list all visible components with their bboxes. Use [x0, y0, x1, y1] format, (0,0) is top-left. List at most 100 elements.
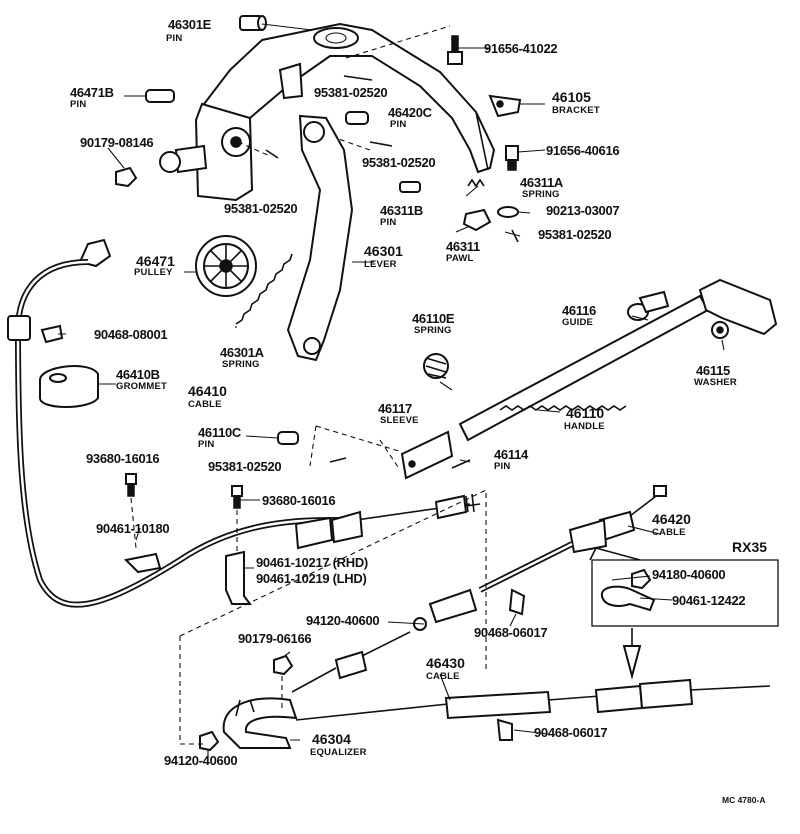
- rx35-variant-box: [589, 547, 779, 627]
- bracket-90461-10217-drawing: [225, 550, 252, 605]
- label-name-46110: HANDLE: [564, 421, 605, 432]
- label-name-46410B: GROMMET: [116, 381, 168, 392]
- label-part-90461-10180: 90461-10180: [96, 521, 170, 536]
- label-part-95381-02520e: 95381-02520: [208, 459, 282, 474]
- cable-46430-drawing: [291, 631, 771, 721]
- label-part-46410: 46410: [188, 383, 227, 399]
- label-name-46301A: SPRING: [222, 359, 260, 370]
- label-name-46311A: SPRING: [522, 189, 560, 200]
- label-name-46110E: SPRING: [414, 325, 452, 336]
- label-part-90468-06017b: 90468-06017: [534, 725, 608, 740]
- label-part-46301: 46301: [364, 243, 403, 259]
- pin-46110C-drawing: [277, 431, 299, 445]
- nut-90179-06166-drawing: [273, 654, 294, 676]
- cable-46410-drawing: [7, 238, 341, 608]
- label-part-46115: 46115: [696, 363, 730, 378]
- label-name-46471B: PIN: [70, 99, 87, 110]
- label-part-90179-08146: 90179-08146: [80, 135, 154, 150]
- label-part-90461-10217: 90461-10217 (RHD): [256, 555, 368, 570]
- cable-46420-drawing: [294, 485, 667, 593]
- label-name-46311B: PIN: [380, 217, 397, 228]
- label-part-46110C: 46110C: [198, 425, 242, 440]
- spring-46301A-drawing: [235, 253, 293, 325]
- pin-46420C-drawing: [345, 111, 369, 125]
- label-part-93680-16016b: 93680-16016: [262, 493, 336, 508]
- joiner-drawing: [413, 588, 478, 631]
- down-arrow-icon: [622, 628, 642, 680]
- pin-46311B-drawing: [399, 181, 421, 193]
- label-name-46420: CABLE: [652, 527, 686, 538]
- label-name-46105: BRACKET: [552, 105, 600, 116]
- pin-95381-02520b-drawing: [369, 141, 393, 147]
- label-name-46430: CABLE: [426, 671, 460, 682]
- label-name-46110C: PIN: [198, 439, 215, 450]
- label-part-46420: 46420: [652, 511, 691, 527]
- label-part-46114: 46114: [494, 447, 528, 462]
- label-part-46311A: 46311A: [520, 175, 564, 190]
- bracket-90461-10180-drawing: [123, 552, 162, 574]
- pin-46471B-drawing: [145, 89, 175, 103]
- label-part-46410B: 46410B: [116, 367, 160, 382]
- label-part-90468-08001: 90468-08001: [94, 327, 168, 342]
- clip-90468-06017a-drawing: [508, 588, 526, 616]
- label-name-46420C: PIN: [390, 119, 407, 130]
- label-part-46110: 46110: [566, 405, 605, 421]
- label-part-90179-06166: 90179-06166: [238, 631, 312, 646]
- bolt-91656-41022-drawing: [447, 35, 463, 65]
- pin-46301E-drawing: [239, 15, 267, 31]
- label-part-46471: 46471: [136, 253, 175, 269]
- bolt-91656-40616-drawing: [505, 145, 519, 171]
- label-name-46301: LEVER: [364, 259, 397, 270]
- label-name-46471: PULLEY: [134, 267, 173, 278]
- label-part-90461-12422: 90461-12422: [672, 593, 746, 608]
- spring-46110E-drawing: [423, 353, 449, 379]
- label-name-46301E: PIN: [166, 33, 183, 44]
- pin-95381-02520d-drawing: [511, 229, 519, 243]
- label-part-46304: 46304: [312, 731, 351, 747]
- pin-95381-02520e-drawing: [329, 457, 347, 463]
- label-part-46311: 46311: [446, 239, 480, 254]
- label-part-46420C: 46420C: [388, 105, 432, 120]
- label-part-95381-02520c: 95381-02520: [224, 201, 298, 216]
- label-name-46115: WASHER: [694, 377, 737, 388]
- label-name-46410: CABLE: [188, 399, 222, 410]
- label-variant-rx35: RX35: [732, 539, 768, 555]
- label-part-94120-40600b: 94120-40600: [164, 753, 238, 768]
- label-part-95381-02520b: 95381-02520: [362, 155, 436, 170]
- bracket-46105-drawing: [159, 22, 522, 202]
- label-name-46114: PIN: [494, 461, 511, 472]
- label-part-46116: 46116: [562, 303, 596, 318]
- label-part-91656-41022: 91656-41022: [484, 41, 558, 56]
- spring-46311A-drawing: [467, 178, 485, 188]
- nut-90179-08146-drawing: [115, 166, 138, 188]
- label-part-46117: 46117: [378, 401, 412, 416]
- pin-95381-02520c-drawing: [265, 149, 279, 159]
- handle-46110-drawing: [458, 278, 778, 442]
- label-name-46117: SLEEVE: [380, 415, 419, 426]
- label-part-90461-10219: 90461-10219 (LHD): [256, 571, 367, 586]
- pulley-46471-drawing: [195, 235, 257, 297]
- sleeve-46117-drawing: [400, 430, 454, 480]
- label-name-46116: GUIDE: [562, 317, 594, 328]
- label-part-90213-03007: 90213-03007: [546, 203, 620, 218]
- label-part-95381-02520a: 95381-02520: [314, 85, 388, 100]
- equalizer-46304-drawing: [222, 697, 298, 749]
- label-part-90468-06017a: 90468-06017: [474, 625, 548, 640]
- nut-94120-40600b-drawing: [199, 730, 220, 752]
- label-part-95381-02520d: 95381-02520: [538, 227, 612, 242]
- grommet-46410B-drawing: [39, 365, 99, 408]
- bolt-93680-16016b-drawing: [231, 485, 243, 509]
- label-part-46311B: 46311B: [380, 203, 424, 218]
- footer-code: MC 4780-A: [722, 795, 766, 805]
- label-part-46105: 46105: [552, 89, 591, 105]
- label-part-46430: 46430: [426, 655, 465, 671]
- label-part-94120-40600a: 94120-40600: [306, 613, 380, 628]
- label-part-94180-40600: 94180-40600: [652, 567, 726, 582]
- clip-90468-06017b-drawing: [496, 718, 513, 741]
- label-name-46304: EQUALIZER: [310, 747, 367, 758]
- nut-94180-40600-drawing: [631, 568, 652, 590]
- bracket-90461-12422-drawing: [600, 585, 656, 612]
- lever-46301-drawing: [286, 114, 354, 362]
- label-part-46301E: 46301E: [168, 17, 212, 32]
